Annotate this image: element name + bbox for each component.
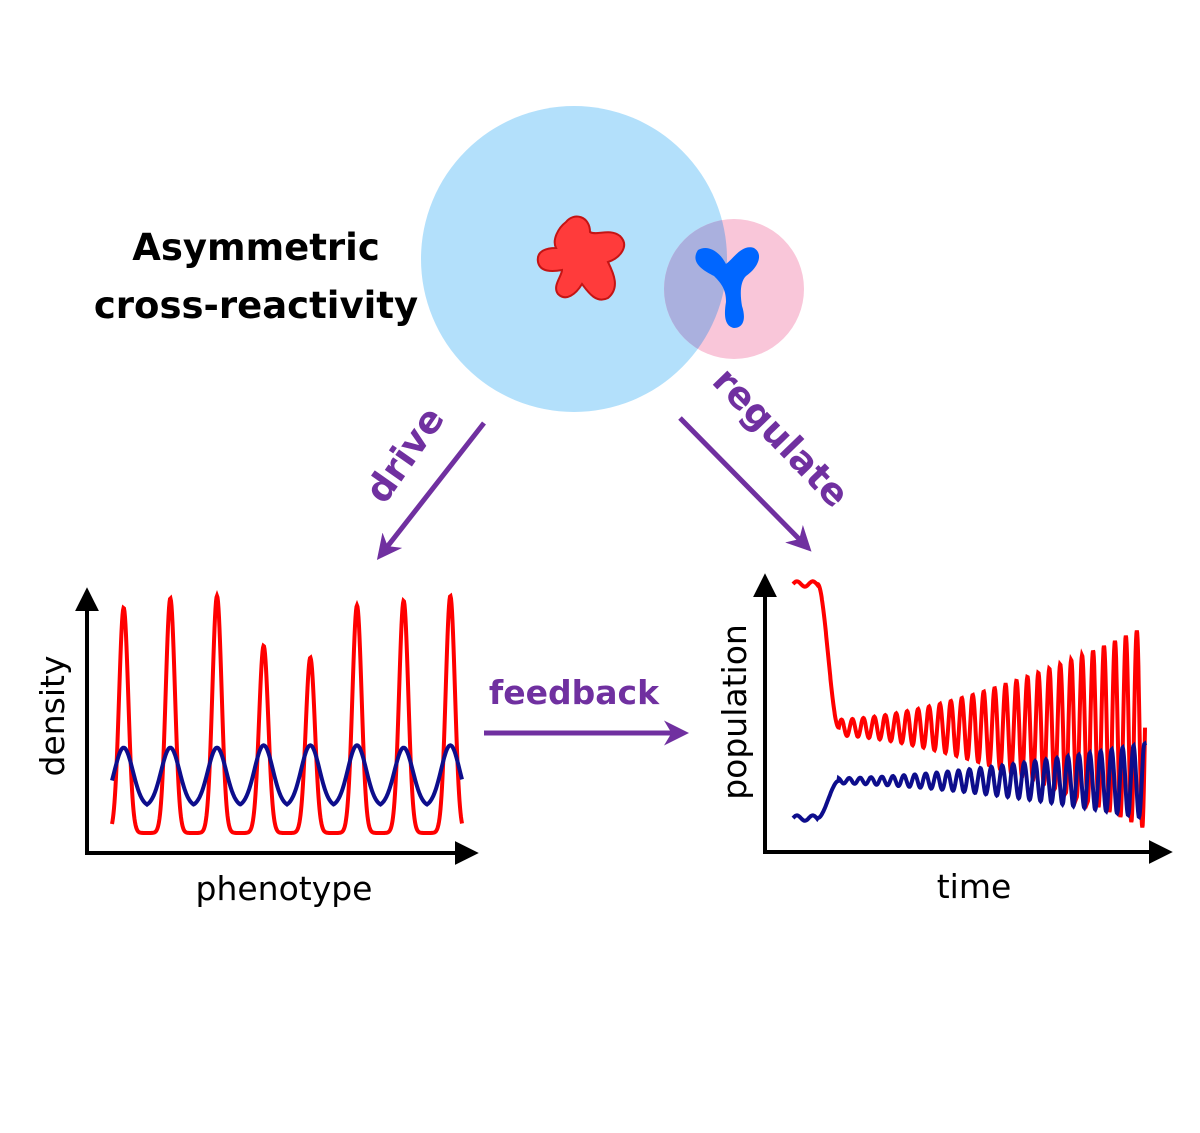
drive-label: drive <box>357 399 453 511</box>
population-plot: time population <box>715 573 1173 906</box>
drive-arrow <box>376 421 486 560</box>
regulate-label: regulate <box>704 359 858 516</box>
regulate-arrow <box>678 416 812 552</box>
population-y-label: population <box>715 624 754 800</box>
blue-antibody-shape <box>695 247 760 328</box>
feedback-label: feedback <box>489 673 660 712</box>
density-blue-series <box>110 743 464 808</box>
density-red-series <box>110 590 464 835</box>
title-line-1: Asymmetric <box>132 226 380 269</box>
title-line-2: cross-reactivity <box>94 284 418 327</box>
density-x-label: phenotype <box>196 869 373 908</box>
population-blue-series <box>791 740 1147 823</box>
red-antigen-shape <box>536 215 626 301</box>
density-y-label: density <box>33 656 72 777</box>
density-plot: phenotype density <box>33 587 479 908</box>
population-x-label: time <box>937 867 1012 906</box>
